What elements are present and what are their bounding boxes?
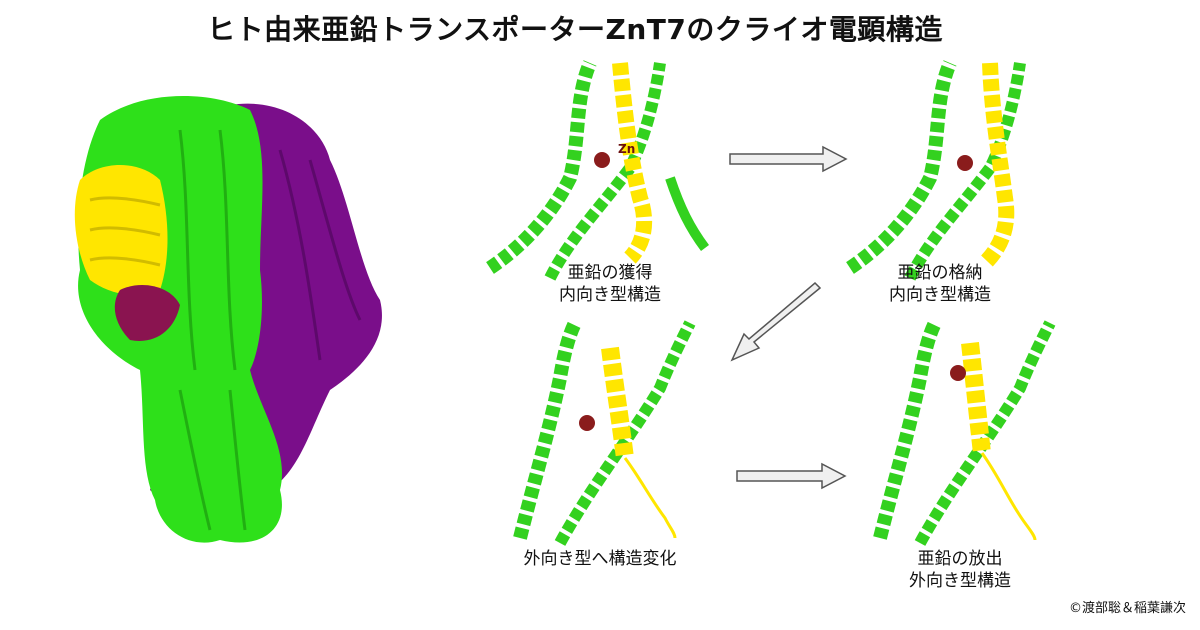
density-green-subunit bbox=[78, 96, 283, 543]
caption-panel-1: 亜鉛の獲得 内向き型構造 bbox=[559, 263, 661, 305]
structure-panel-1: Zn bbox=[486, 60, 710, 281]
zinc-ion bbox=[957, 155, 973, 171]
credit-text: ©渡部聡＆稲葉謙次 bbox=[1068, 601, 1186, 616]
density-yellow-subunit bbox=[74, 165, 168, 296]
caption-panel-4: 亜鉛の放出 外向き型構造 bbox=[909, 549, 1011, 591]
zn-label: Zn bbox=[618, 142, 635, 156]
arrow-right-top bbox=[729, 145, 848, 173]
structure-panel-4 bbox=[873, 319, 1056, 546]
density-maroon-region bbox=[114, 285, 180, 341]
caption-panel-3: 外向き型へ構造変化 bbox=[523, 549, 677, 569]
zinc-ion bbox=[950, 365, 966, 381]
structure-panel-2 bbox=[846, 60, 1026, 281]
structure-panel-3 bbox=[513, 319, 696, 546]
cryo-em-density-map bbox=[74, 96, 382, 543]
page-title: ヒト由来亜鉛トランスポーターZnT7のクライオ電顕構造 bbox=[207, 13, 943, 46]
arrow-right-bottom bbox=[736, 462, 847, 490]
arrow-diagonal-down-left bbox=[730, 281, 822, 362]
zinc-ion bbox=[594, 152, 610, 168]
caption-panel-2: 亜鉛の格納 内向き型構造 bbox=[889, 263, 991, 305]
zinc-ion bbox=[579, 415, 595, 431]
